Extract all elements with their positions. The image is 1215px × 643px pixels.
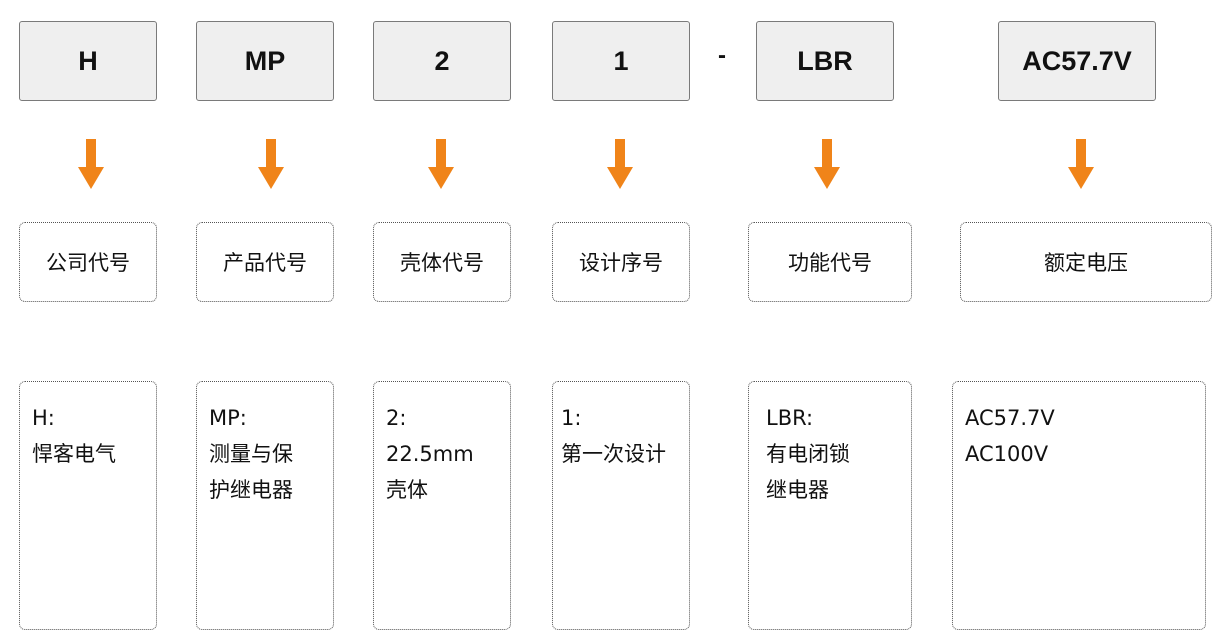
desc-box-function: LBR: 有电闭锁 继电器 xyxy=(748,381,912,630)
desc-line: 护继电器 xyxy=(209,478,293,502)
label-box-housing: 壳体代号 xyxy=(373,222,511,302)
down-arrow-icon xyxy=(814,139,840,189)
desc-line: H: xyxy=(32,406,55,430)
desc-line: MP: xyxy=(209,406,247,430)
desc-line: 第一次设计 xyxy=(561,442,666,466)
code-box-voltage: AC57.7V xyxy=(998,21,1156,101)
down-arrow-icon xyxy=(258,139,284,189)
desc-line: 22.5mm xyxy=(386,442,474,466)
desc-box-voltage: AC57.7V AC100V xyxy=(952,381,1206,630)
label-text: 公司代号 xyxy=(46,251,130,275)
label-box-function: 功能代号 xyxy=(748,222,912,302)
down-arrow-icon xyxy=(78,139,104,189)
label-box-product: 产品代号 xyxy=(196,222,334,302)
down-arrow-icon xyxy=(428,139,454,189)
code-box-product: MP xyxy=(196,21,334,101)
desc-box-product: MP: 测量与保 护继电器 xyxy=(196,381,334,630)
desc-line: 1: xyxy=(561,406,582,430)
code-box-function: LBR xyxy=(756,21,894,101)
label-box-company: 公司代号 xyxy=(19,222,157,302)
code-text: LBR xyxy=(797,45,853,76)
code-text: 1 xyxy=(613,45,629,76)
code-text: 2 xyxy=(434,45,450,76)
desc-line: LBR: xyxy=(766,406,814,430)
code-text: H xyxy=(78,45,98,76)
code-box-design: 1 xyxy=(552,21,690,101)
label-text: 设计序号 xyxy=(579,251,663,275)
down-arrow-icon xyxy=(1068,139,1094,189)
desc-box-housing: 2: 22.5mm 壳体 xyxy=(373,381,511,630)
code-box-housing: 2 xyxy=(373,21,511,101)
desc-line: 2: xyxy=(386,406,407,430)
code-text: AC57.7V xyxy=(1022,45,1132,76)
code-separator: - xyxy=(718,42,726,69)
desc-line: AC100V xyxy=(965,442,1049,466)
desc-line: 继电器 xyxy=(766,478,829,502)
code-text: MP xyxy=(244,45,286,76)
label-box-voltage: 额定电压 xyxy=(960,222,1212,302)
label-text: 产品代号 xyxy=(223,251,307,275)
label-box-design: 设计序号 xyxy=(552,222,690,302)
label-text: 壳体代号 xyxy=(400,251,484,275)
desc-line: 壳体 xyxy=(386,478,428,502)
label-text: 功能代号 xyxy=(788,251,872,275)
desc-line: AC57.7V xyxy=(965,406,1055,430)
desc-box-design: 1: 第一次设计 xyxy=(552,381,690,630)
desc-line: 测量与保 xyxy=(209,442,293,466)
desc-line: 悍客电气 xyxy=(32,442,116,466)
label-text: 额定电压 xyxy=(1044,251,1128,275)
desc-box-company: H: 悍客电气 xyxy=(19,381,157,630)
down-arrow-icon xyxy=(607,139,633,189)
desc-line: 有电闭锁 xyxy=(766,442,850,466)
code-box-company: H xyxy=(19,21,157,101)
